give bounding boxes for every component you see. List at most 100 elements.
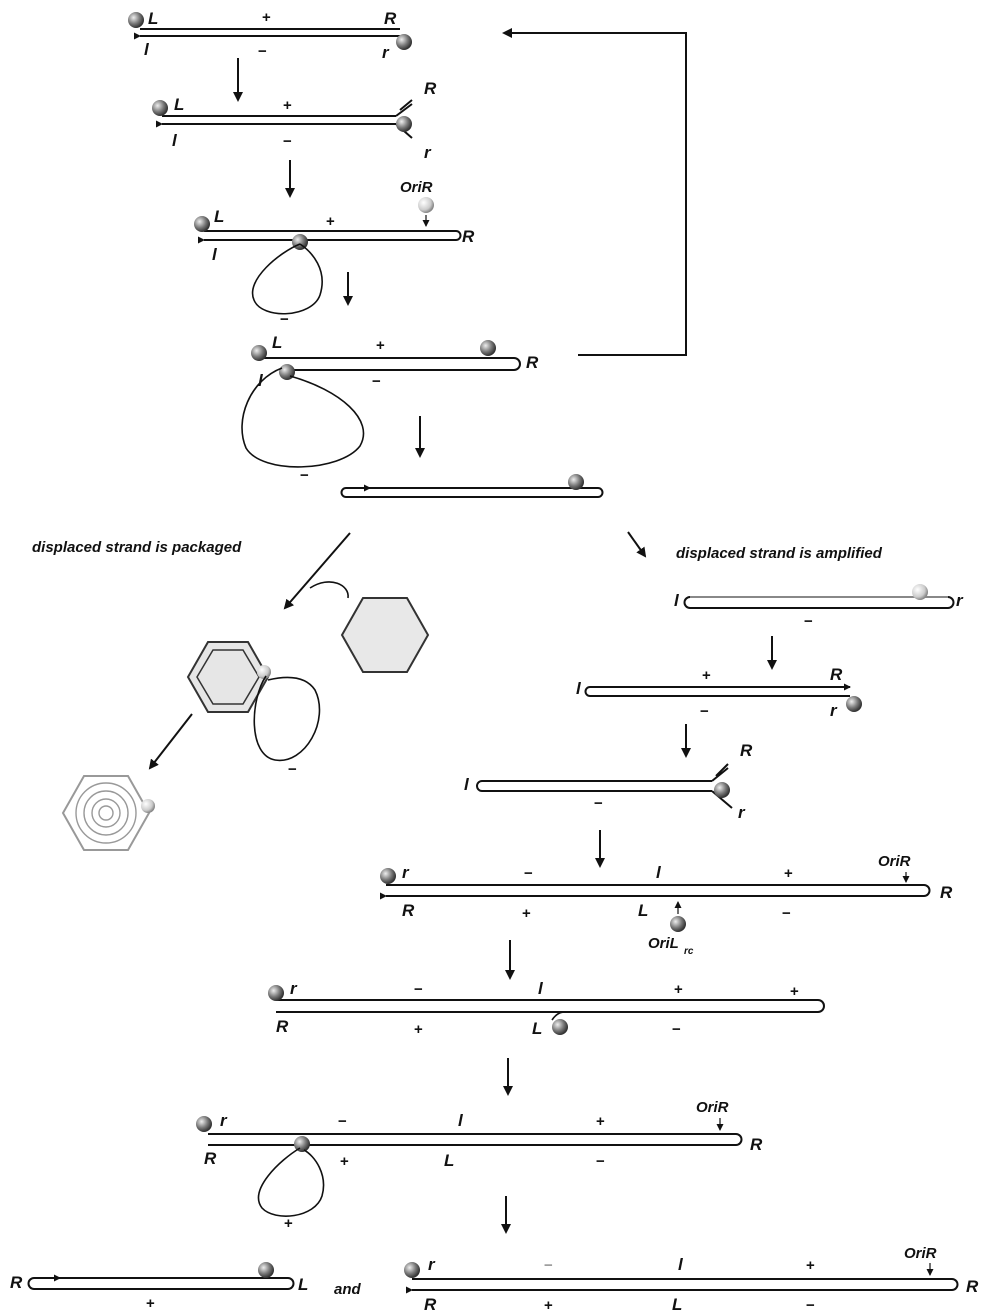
bead — [152, 100, 168, 116]
label-minus: − — [594, 795, 603, 812]
label-R: R — [526, 353, 539, 372]
bead — [196, 1116, 212, 1132]
bead — [396, 34, 412, 50]
bead — [670, 916, 686, 932]
label-plus: + — [340, 1153, 349, 1170]
amp-step-1: l r − — [674, 584, 964, 630]
label-L: L — [148, 9, 158, 28]
bead — [279, 364, 295, 380]
label-oriL: OriL — [648, 935, 679, 952]
amp-step-5: r − l + + R + L − — [268, 979, 824, 1038]
label-minus: − — [524, 865, 533, 882]
label-r: r — [956, 591, 964, 610]
label-l: l — [678, 1255, 684, 1274]
label-and: and — [334, 1281, 362, 1298]
label-minus: − — [672, 1021, 681, 1038]
step-3-displacement: L + OriR R l − — [194, 179, 475, 328]
label-plus: + — [674, 981, 683, 998]
bead — [128, 12, 144, 28]
label-l: l — [576, 679, 582, 698]
step-4-elongation: L + R l − − — [242, 333, 539, 484]
label-minus: − — [806, 1297, 815, 1314]
amp-step-4: r − l + OriR R R + L − OriL rc — [380, 853, 953, 957]
label-l: l — [212, 245, 218, 264]
label-plus: + — [544, 1297, 553, 1314]
label-l: l — [674, 591, 680, 610]
label-l: l — [144, 40, 150, 59]
label-oriR: OriR — [904, 1245, 937, 1262]
amp-step-3: l R − r — [464, 741, 753, 822]
label-R: R — [402, 901, 415, 920]
label-minus: − — [700, 703, 709, 720]
arrow-right-branch — [628, 532, 645, 556]
label-minus: − — [804, 613, 813, 630]
label-plus: + — [806, 1257, 815, 1274]
label-l: l — [538, 979, 544, 998]
label-R: R — [204, 1149, 217, 1168]
label-l: l — [458, 1111, 464, 1130]
bead — [251, 345, 267, 361]
label-minus: − — [782, 905, 791, 922]
label-r: r — [290, 979, 298, 998]
label-minus: − — [280, 311, 289, 328]
arrow-left-branch — [285, 533, 350, 608]
packaging-branch: − — [63, 582, 428, 850]
label-minus: − — [288, 761, 297, 778]
label-plus: + — [284, 1215, 293, 1232]
label-R: R — [830, 665, 843, 684]
label-oriR: OriR — [400, 179, 433, 196]
feedback-arrow — [504, 33, 686, 355]
label-plus: + — [702, 667, 711, 684]
final-product-2: r − l + OriR R R + L − — [404, 1245, 979, 1314]
label-oriL-subscript: rc — [684, 946, 694, 957]
label-plus: + — [784, 865, 793, 882]
label-R: R — [424, 1295, 437, 1314]
step-2-nicked: L + R l − r — [152, 79, 437, 162]
label-plus: + — [414, 1021, 423, 1038]
arrow-down-left — [150, 714, 192, 768]
step-1-duplex: L + R l − r — [128, 9, 412, 62]
label-minus: − — [372, 373, 381, 390]
bead-light — [418, 197, 434, 213]
label-L: L — [532, 1019, 542, 1038]
label-minus: − — [283, 133, 292, 150]
label-L: L — [174, 95, 184, 114]
label-L: L — [298, 1275, 308, 1294]
label-plus: + — [790, 983, 799, 1000]
label-oriR: OriR — [878, 853, 911, 870]
caption-amplified: displaced strand is amplified — [676, 545, 883, 562]
label-minus: − — [338, 1113, 347, 1130]
label-L: L — [214, 207, 224, 226]
label-R: R — [384, 9, 397, 28]
label-R: R — [10, 1273, 23, 1292]
label-L: L — [638, 901, 648, 920]
caption-packaged: displaced strand is packaged — [32, 539, 242, 556]
label-R: R — [276, 1017, 289, 1036]
bead-light — [141, 799, 155, 813]
label-plus: + — [326, 213, 335, 230]
label-minus: − — [300, 467, 309, 484]
label-plus: + — [376, 337, 385, 354]
bead — [258, 1262, 274, 1278]
label-minus: − — [544, 1257, 553, 1274]
label-L: L — [272, 333, 282, 352]
label-L: L — [672, 1295, 682, 1314]
bead — [396, 116, 412, 132]
label-minus: − — [258, 43, 267, 60]
empty-capsid — [342, 598, 428, 672]
curved-arrow — [310, 582, 348, 598]
label-plus: + — [146, 1295, 155, 1312]
label-l: l — [172, 131, 178, 150]
label-r: r — [382, 43, 390, 62]
label-R: R — [424, 79, 437, 98]
label-r: r — [220, 1111, 228, 1130]
label-plus: + — [596, 1113, 605, 1130]
label-minus: − — [414, 981, 423, 998]
label-r: r — [402, 863, 410, 882]
label-R: R — [940, 883, 953, 902]
step-5-released — [342, 474, 603, 497]
bead — [194, 216, 210, 232]
label-r: r — [428, 1255, 436, 1274]
label-oriR: OriR — [696, 1099, 729, 1116]
label-plus: + — [283, 97, 292, 114]
